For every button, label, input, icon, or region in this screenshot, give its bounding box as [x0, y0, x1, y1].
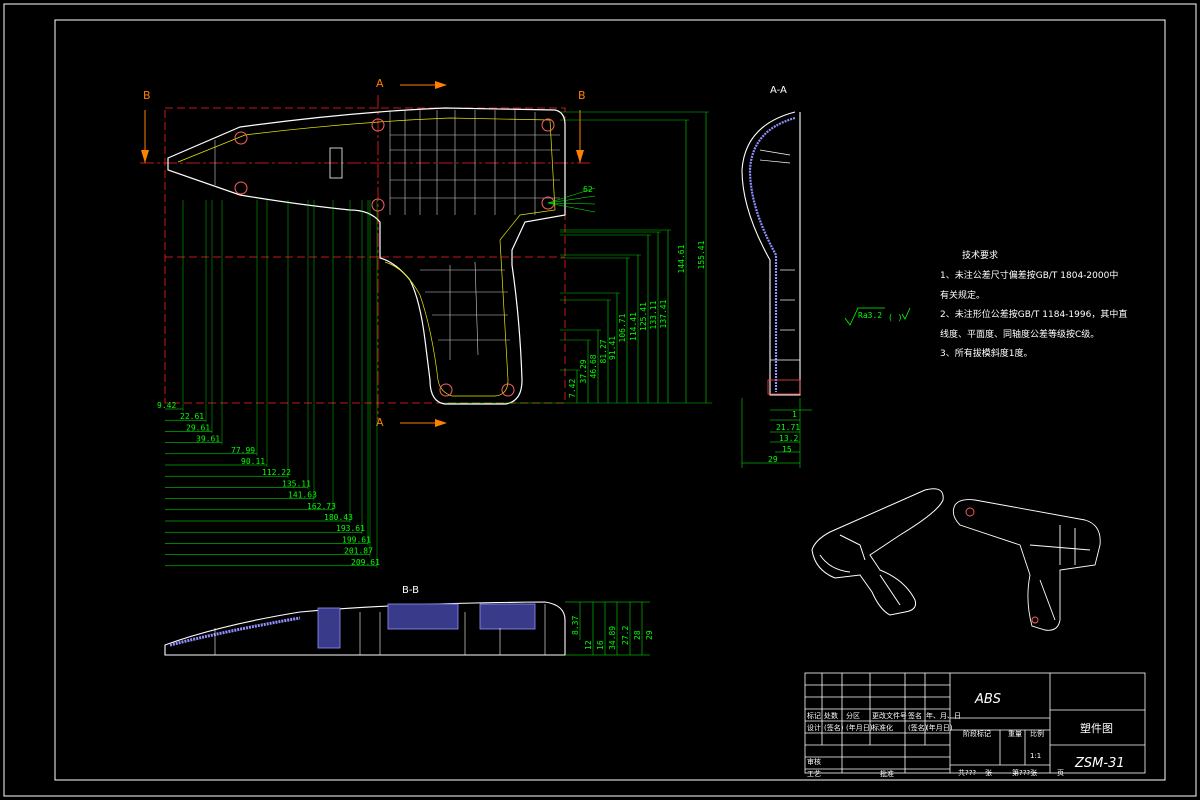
angle-dim: 62 [583, 185, 593, 194]
aa-dim-3: 13.2 [779, 434, 798, 443]
v-dim-label: 114.41 [629, 312, 638, 341]
h-dim-label: 199.61 [342, 535, 371, 544]
h-dim-label: 180.43 [324, 513, 353, 522]
main-view [140, 95, 590, 420]
aa-dim-1: 1 [792, 410, 797, 419]
aa-title: A-A [770, 85, 787, 96]
h-dim-label: 193.61 [336, 524, 365, 533]
h-dim-label: 90.11 [241, 457, 265, 466]
tb-part-name: 塑件图 [1080, 721, 1113, 735]
tb-stage: 阶段标记 [963, 729, 991, 738]
h-dim-label: 29.61 [186, 423, 210, 432]
tb-r-2: (签名) [824, 723, 844, 732]
v-dim-label: 46.68 [589, 354, 598, 378]
v-dim-label: 125.41 [639, 302, 648, 331]
note-line-3: 2、未注形位公差按GB/T 1184-1996，其中直 [940, 308, 1127, 320]
bb-dim-1: 8.37 [571, 616, 580, 635]
bb-title: B-B [402, 585, 419, 596]
tb-scale: 1:1 [1030, 752, 1041, 760]
v-dim-label: 133.11 [649, 300, 658, 329]
iso-view-left [811, 488, 944, 616]
h-dim-label: 22.61 [180, 412, 204, 421]
tb-sheet-4: 页 [1057, 769, 1064, 777]
tb-h-2: 处数 [824, 711, 838, 720]
h-dim-label: 112.22 [262, 468, 291, 477]
h-dim-label: 39.61 [196, 435, 220, 444]
v-dim-label: 137.41 [659, 299, 668, 328]
roughness-paren: ( ) [888, 313, 902, 322]
bb-dim-3: 16 [596, 640, 605, 650]
inner-frame [54, 19, 1166, 781]
v-dim-label: 7.42 [568, 379, 577, 398]
section-b-left: B [143, 89, 151, 102]
title-block [804, 672, 1146, 774]
tb-r-6: (年月日) [926, 723, 953, 732]
h-dim-label: 135.11 [282, 479, 311, 488]
h-dim-label: 209.61 [351, 558, 380, 567]
bb-dim-2: 12 [584, 640, 593, 650]
h-dim-label: 201.87 [344, 547, 373, 556]
aa-dim-4: 15 [782, 445, 792, 454]
tb-h-5: 签名 [908, 711, 922, 720]
v-dim-label: 106.71 [618, 313, 627, 342]
aa-dim-5: 29 [768, 455, 778, 464]
v-dim-label: 144.61 [677, 244, 686, 273]
tb-h-3: 分区 [846, 711, 860, 720]
v-dim-label: 155.41 [697, 240, 706, 269]
v-dim-label: 37.29 [579, 359, 588, 383]
tb-material: ABS [974, 692, 1001, 707]
tb-sheet-3: 第???张 [1012, 768, 1037, 777]
tb-h-1: 标记 [807, 711, 821, 720]
section-b-right: B [578, 89, 586, 102]
angle-leaders [547, 187, 596, 213]
note-line-1: 1、未注公差尺寸偏差按GB/T 1804-2000中 [940, 269, 1118, 281]
tb-approve-1: 审核 [807, 757, 821, 766]
tb-sheet-1: 共??? [958, 768, 976, 777]
section-a-bottom: A [376, 416, 384, 429]
tb-weight: 重量 [1008, 730, 1022, 738]
tb-h-4: 更改文件号 [872, 711, 907, 720]
bb-dim-6: 28 [633, 630, 642, 640]
note-line-5: 3、所有拔模斜度1度。 [940, 347, 1032, 359]
notes-title: 技术要求 [962, 249, 998, 261]
bb-dim-7: 29 [645, 630, 654, 640]
section-markers [141, 81, 584, 427]
tb-drawing-no: ZSM-31 [1074, 756, 1125, 771]
section-bb-view [164, 601, 650, 656]
outer-border [3, 3, 1197, 797]
bb-dim-5: 27.2 [621, 626, 630, 645]
aa-dim-2: 21.71 [776, 423, 800, 432]
check-roughness-icon [901, 307, 911, 320]
h-dim-label: 9.42 [157, 401, 176, 410]
tb-h-6: 年、月、日 [926, 711, 961, 720]
tb-sheet-2: 张 [985, 768, 992, 777]
roughness-value: Ra3.2 [858, 311, 882, 320]
note-line-2: 有关规定。 [940, 289, 985, 301]
section-a-top: A [376, 77, 384, 90]
roughness-icon [844, 307, 885, 326]
h-dim-label: 141.63 [288, 491, 317, 500]
tb-scale-label: 比例 [1030, 729, 1044, 738]
section-aa-view [741, 111, 812, 468]
tb-approve-2: 工艺 [807, 770, 821, 778]
v-dim-label: 91.41 [608, 336, 617, 360]
note-line-4: 线度、平面度、同轴度公差等级按C级。 [940, 328, 1099, 340]
tb-r-5: (签名) [908, 723, 928, 732]
tb-r-4: 标准化 [872, 723, 893, 732]
h-dim-label: 162.73 [307, 502, 336, 511]
h-dim-label: 77.99 [231, 446, 255, 455]
tb-r-3: (年月日) [846, 723, 873, 732]
tb-approve-3: 批准 [880, 769, 894, 778]
iso-view-right [952, 499, 1101, 631]
tb-r-1: 设计 [807, 723, 821, 732]
horizontal-dimensions: 9.42 22.61 29.61 39.61 77.99 90.11 112.22 135.1… [157, 200, 380, 568]
v-dim-label: 81.27 [599, 339, 608, 363]
bb-dim-4: 34.89 [608, 626, 617, 650]
